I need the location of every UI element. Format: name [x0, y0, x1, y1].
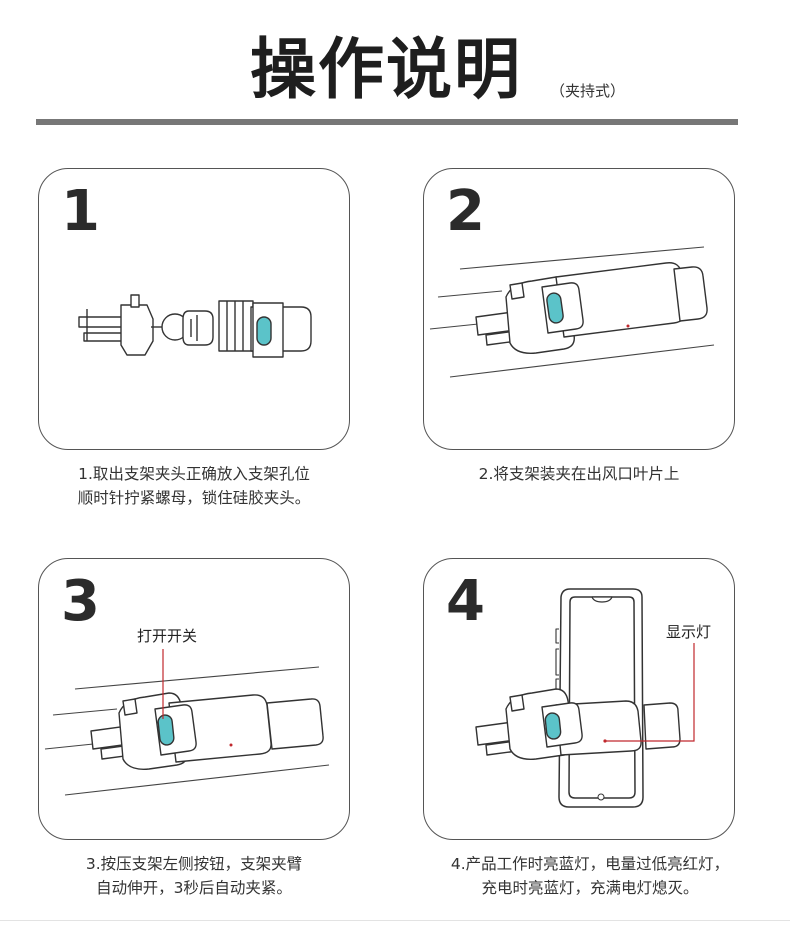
step-number: 1	[61, 179, 100, 244]
step-2-illustration	[429, 246, 715, 378]
step-4-caption: 4.产品工作时亮蓝灯，电量过低亮红灯， 充电时亮蓝灯，充满电灯熄灭。	[410, 852, 770, 900]
step-4-illustration	[475, 588, 695, 808]
page-title: 操作说明	[250, 31, 522, 108]
step-4-panel: 4 显示灯	[423, 558, 735, 840]
step-3-caption: 3.按压支架左侧按钮，支架夹臂 自动伸开，3秒后自动夹紧。	[29, 852, 359, 900]
step-number: 3	[61, 569, 100, 634]
vent-louver	[459, 246, 705, 270]
caption-line: 3.按压支架左侧按钮，支架夹臂	[85, 855, 303, 873]
callout-leader-line	[606, 643, 695, 742]
step-3-panel: 3 打开开关	[38, 558, 350, 840]
caption-line: 2.将支架装夹在出风口叶片上	[478, 465, 680, 483]
power-switch-callout: 打开开关	[137, 627, 198, 645]
step-1-panel: 1	[38, 168, 350, 450]
page-subtitle: （夹持式）	[550, 82, 626, 100]
step-2-panel: 2	[423, 168, 735, 450]
indicator-light-callout: 显示灯	[666, 623, 712, 641]
caption-line: 顺时针拧紧螺母，锁住硅胶夹头。	[77, 489, 311, 507]
step-number: 2	[446, 179, 485, 244]
caption-line: 1.取出支架夹头正确放入支架孔位	[78, 465, 310, 483]
caption-line: 4.产品工作时亮蓝灯，电量过低亮红灯，	[450, 855, 730, 873]
vent-louver	[74, 666, 320, 690]
step-number: 4	[446, 569, 485, 634]
header: 操作说明 （夹持式）	[0, 0, 790, 130]
caption-line: 充电时亮蓝灯，充满电灯熄灭。	[481, 879, 699, 897]
step-1-illustration	[78, 294, 312, 358]
step-2-caption: 2.将支架装夹在出风口叶片上	[414, 462, 744, 486]
caption-line: 自动伸开，3秒后自动夹紧。	[96, 879, 292, 897]
bottom-divider	[0, 920, 790, 921]
step-3-illustration	[44, 649, 330, 796]
title-rule	[36, 119, 738, 125]
step-1-caption: 1.取出支架夹头正确放入支架孔位 顺时针拧紧螺母，锁住硅胶夹头。	[29, 462, 359, 510]
